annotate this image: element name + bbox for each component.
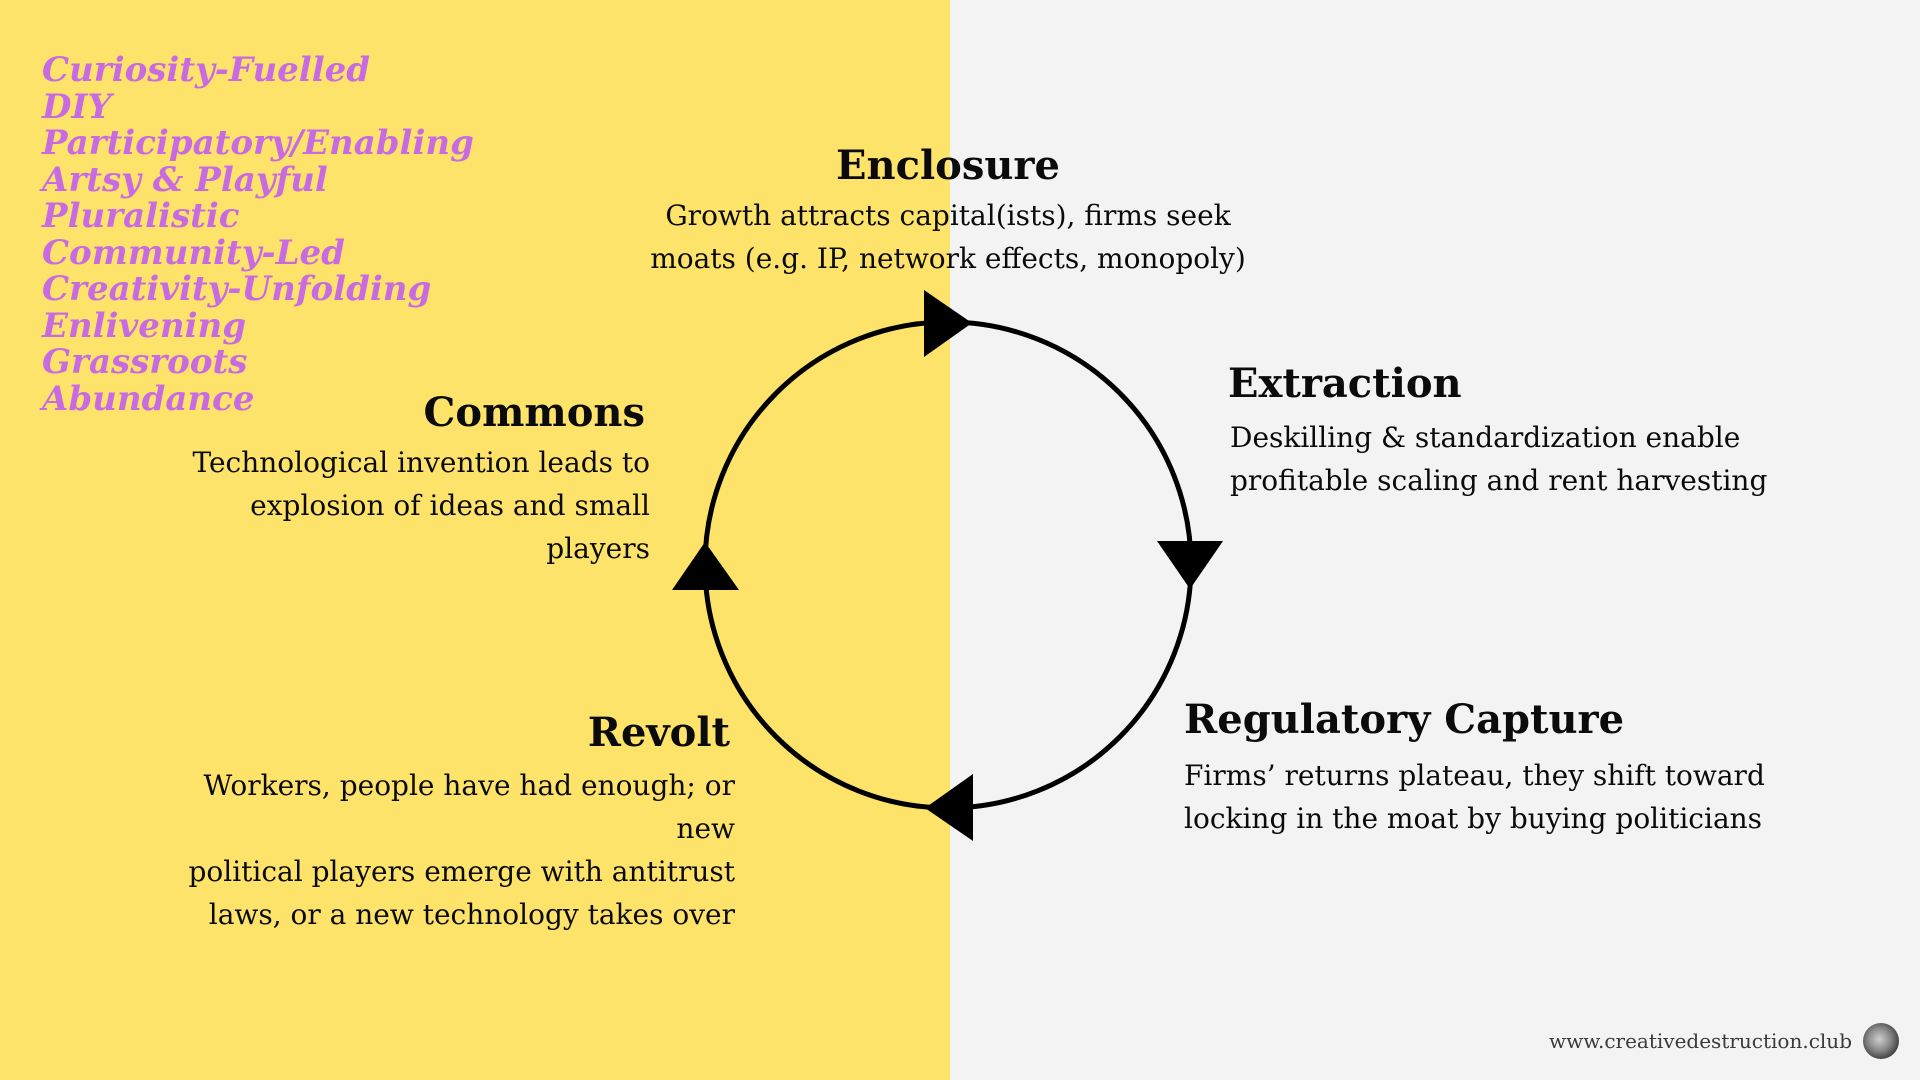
stage-title-regulatory-capture: Regulatory Capture [1184, 696, 1625, 743]
footer-url[interactable]: www.creativedestruction.club [1548, 1029, 1852, 1053]
value-item: Curiosity-Fuelled [42, 50, 371, 90]
value-item: Grassroots [42, 342, 248, 382]
stage-desc-commons: Technological invention leads to explosi… [192, 446, 650, 565]
cycle-ring [702, 319, 1194, 811]
value-item: Abundance [42, 378, 255, 419]
stage-title-revolt: Revolt [587, 709, 730, 756]
values-list: Curiosity-Fuelled DIY Participatory/Enab… [42, 52, 474, 417]
arrow-top-right [924, 290, 972, 357]
value-item: Pluralistic [42, 196, 240, 236]
arrow-down-right [1157, 541, 1223, 589]
value-item: DIY [42, 86, 112, 127]
value-item: Artsy & Playful [42, 159, 328, 200]
value-item: Community-Led [42, 232, 345, 273]
arrow-bottom-left [925, 774, 973, 841]
left-panel [0, 0, 950, 1080]
stage-title-commons: Commons [423, 389, 645, 436]
stage-desc-revolt: Workers, people have had enough; or new … [188, 769, 735, 931]
stage-desc-regulatory-capture: Firms’ returns plateau, they shift towar… [1184, 759, 1765, 835]
stage-title-extraction: Extraction [1228, 360, 1462, 407]
right-panel [950, 0, 1920, 1080]
stage-desc-enclosure: Growth attracts capital(ists), firms see… [650, 199, 1246, 275]
value-item: Participatory/Enabling [42, 123, 474, 163]
eye-engraving-icon [1863, 1023, 1899, 1059]
value-item: Creativity-Unfolding [42, 269, 432, 309]
stage-title-enclosure: Enclosure [836, 142, 1060, 189]
value-item: Enlivening [42, 305, 246, 346]
stage-desc-extraction: Deskilling & standardization enable prof… [1230, 421, 1768, 497]
arrow-up-left [672, 542, 739, 590]
